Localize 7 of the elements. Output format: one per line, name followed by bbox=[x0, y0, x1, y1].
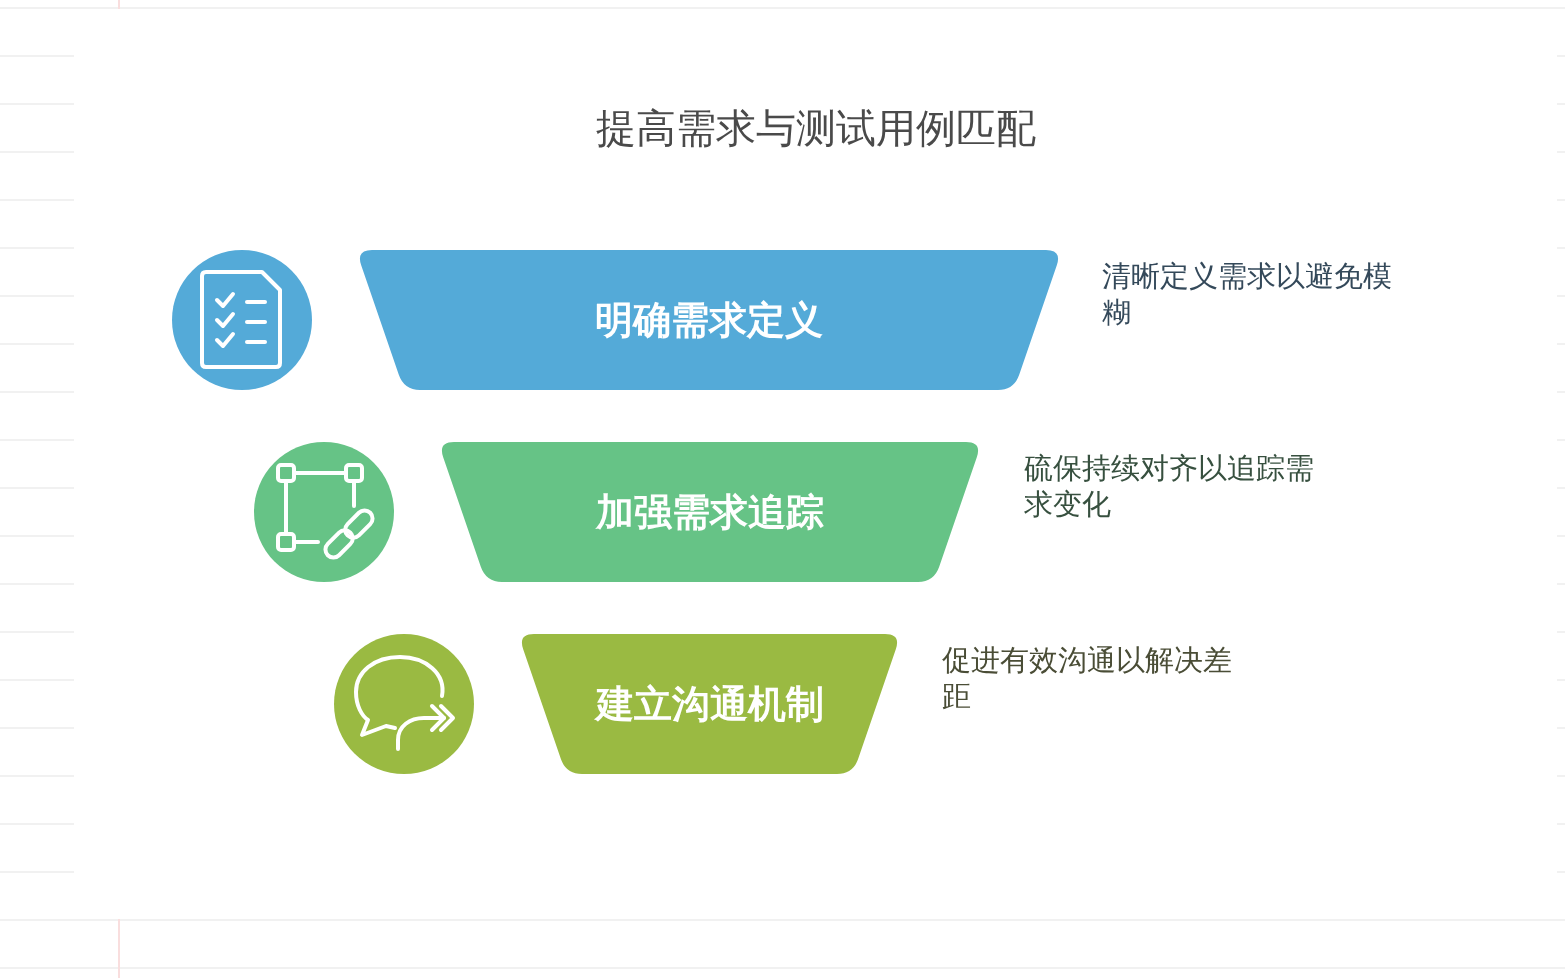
diagram-title: 提高需求与测试用例匹配 bbox=[594, 104, 1037, 152]
step-label: 建立沟通机制 bbox=[595, 681, 824, 727]
step-label: 明确需求定义 bbox=[595, 297, 823, 343]
step-label: 加强需求追踪 bbox=[596, 489, 824, 535]
step-description: 促进有效沟通以解决差距 bbox=[942, 642, 1233, 714]
step-description: 清晰定义需求以避免模糊 bbox=[1102, 258, 1393, 330]
step-description: 硫保持续对齐以追踪需求变化 bbox=[1024, 450, 1315, 522]
